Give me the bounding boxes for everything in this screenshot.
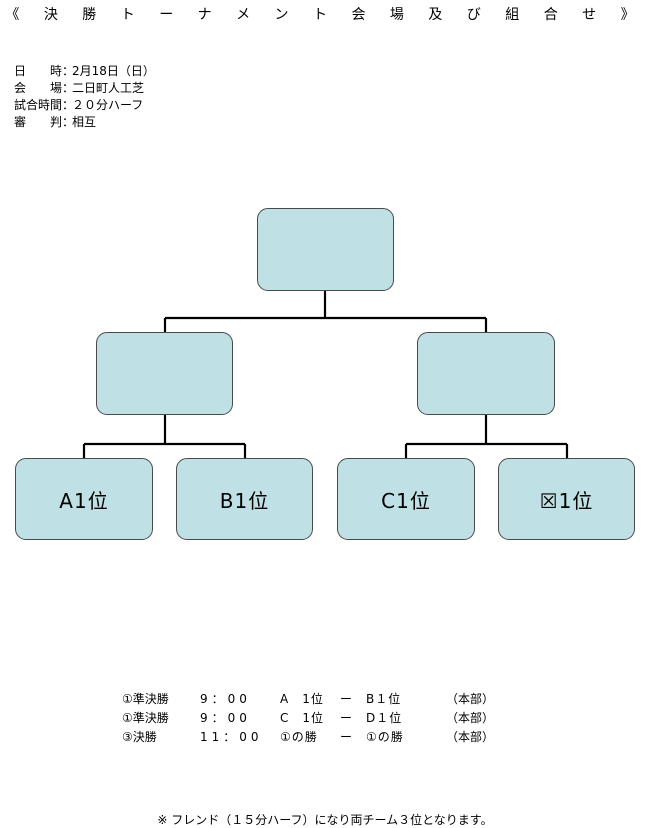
final-match-box: [257, 208, 394, 291]
schedule-team-b: B１位: [366, 692, 402, 706]
bracket-line-semifinal-left: [82, 415, 247, 458]
schedule-time: 9：00: [200, 711, 251, 725]
schedule-row: ③決勝 11：00 ①の勝 ー ①の勝 （本部）: [122, 728, 506, 747]
team-box-b1: B1位: [176, 458, 313, 540]
schedule-venue: （本部）: [446, 730, 495, 744]
team-box-a1: A1位: [15, 458, 153, 540]
info-value-date: 2月18日（日）: [72, 64, 155, 78]
schedule-dash: ー: [340, 692, 353, 706]
schedule-team-b: D１位: [366, 711, 403, 725]
team-box-c1: C1位: [337, 458, 475, 540]
schedule-dash: ー: [340, 711, 353, 725]
info-colon: ：: [62, 115, 75, 129]
schedule-venue: （本部）: [446, 711, 495, 725]
bracket-line-semifinal-right: [404, 415, 569, 458]
team-box-d1: ☒1位: [498, 458, 635, 540]
schedule-team-b: ①の勝: [366, 730, 404, 744]
schedule-venue: （本部）: [446, 692, 495, 706]
schedule-row: ①準決勝 9：00 C 1位 ー D１位 （本部）: [122, 709, 506, 728]
info-label-match-time: 試合時間: [14, 98, 63, 112]
schedule-dash: ー: [340, 730, 353, 744]
info-row-venue: 会 場 ： 二日町人工芝: [14, 80, 155, 97]
bracket-line-final: [163, 291, 488, 332]
info-value-venue: 二日町人工芝: [72, 81, 145, 95]
page-title: 《 決 勝 ト ー ナ メ ン ト 会 場 及 び 組 合 せ 》: [5, 7, 645, 23]
info-row-match-time: 試合時間 ： ２０分ハーフ: [14, 97, 155, 114]
info-value-referee: 相互: [72, 115, 97, 129]
schedule-team-a: A 1位: [280, 692, 324, 706]
event-info: 日 時 ： 2月18日（日） 会 場 ： 二日町人工芝 試合時間 ： ２０分ハー…: [14, 63, 155, 131]
schedule-row: ①準決勝 9：00 A 1位 ー B１位 （本部）: [122, 690, 506, 709]
schedule-match: ①準決勝: [122, 711, 169, 725]
match-schedule: ①準決勝 9：00 A 1位 ー B１位 （本部） ①準決勝 9：00 C 1位…: [122, 690, 506, 747]
info-label-date: 日 時: [14, 64, 62, 78]
info-colon: ：: [62, 64, 75, 78]
schedule-match: ③決勝: [122, 730, 157, 744]
info-label-venue: 会 場: [14, 81, 62, 95]
schedule-time: 11：00: [200, 730, 263, 744]
footnote: ※ フレンド（１５分ハーフ）になり両チーム３位となります。: [157, 813, 493, 827]
info-colon: ：: [62, 98, 75, 112]
info-value-match-time: ２０分ハーフ: [72, 98, 144, 112]
info-row-date: 日 時 ： 2月18日（日）: [14, 63, 155, 80]
semifinal-left-box: [96, 332, 233, 415]
schedule-time: 9：00: [200, 692, 251, 706]
info-row-referee: 審 判 ： 相互: [14, 114, 155, 131]
schedule-team-a: ①の勝: [280, 730, 318, 744]
schedule-team-a: C 1位: [280, 711, 325, 725]
schedule-match: ①準決勝: [122, 692, 169, 706]
info-colon: ：: [62, 81, 75, 95]
semifinal-right-box: [417, 332, 555, 415]
info-label-referee: 審 判: [14, 115, 62, 129]
